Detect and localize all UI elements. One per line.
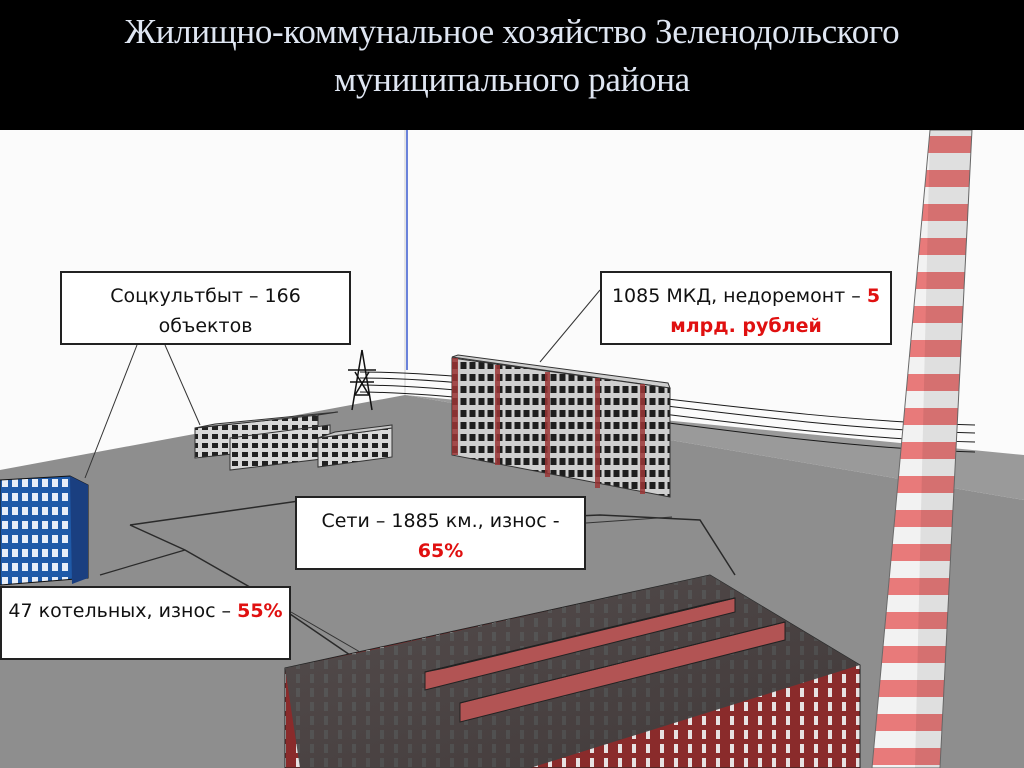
callout-networks: Сети – 1885 км., износ - 65%: [295, 496, 586, 570]
callout-social-text: Соцкультбыт – 166 объектов: [110, 285, 301, 337]
slide-title-line-1: Жилищно-коммунальное хозяйство Зеленодол…: [124, 12, 900, 51]
apartment-block: [451, 354, 671, 498]
title-bar: Жилищно-коммунальное хозяйство Зеленодол…: [0, 0, 1024, 130]
chimney: [871, 130, 973, 768]
callout-boiler-houses: 47 котельных, износ – 55%: [0, 586, 291, 660]
blue-building: [0, 475, 89, 586]
boiler-house: [284, 574, 861, 768]
city-scene-illustration: [0, 130, 1024, 768]
power-pylon: [348, 349, 376, 411]
social-buildings: [194, 411, 393, 471]
callout-mkd-highlight: 5 млрд. рублей: [670, 285, 881, 337]
callout-mkd-text: 1085 МКД, недоремонт –: [611, 285, 867, 307]
slide-title: Жилищно-коммунальное хозяйство Зеленодол…: [40, 8, 984, 104]
callout-boilers-text: 47 котельных, износ –: [8, 600, 238, 622]
slide-title-line-2: муниципального района: [334, 60, 690, 99]
callout-networks-text: Сети – 1885 км., износ -: [321, 510, 560, 532]
callout-networks-highlight: 65%: [417, 540, 464, 562]
callout-apartment-buildings: 1085 МКД, недоремонт – 5 млрд. рублей: [600, 271, 892, 345]
callout-social-objects: Соцкультбыт – 166 объектов: [60, 271, 351, 345]
callout-boilers-highlight: 55%: [237, 600, 283, 622]
